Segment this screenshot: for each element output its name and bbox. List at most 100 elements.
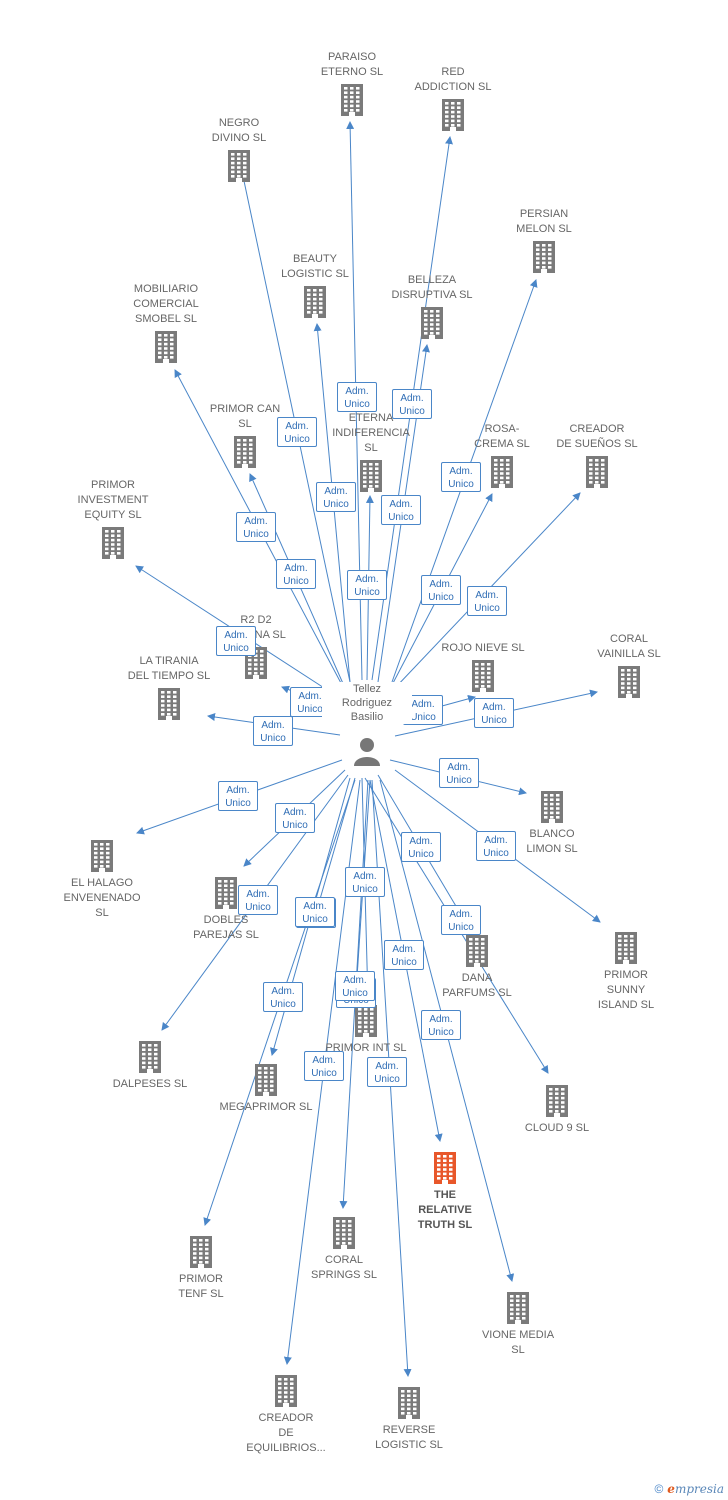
company-name: LA TIRANIA DEL TIEMPO SL [127, 655, 211, 682]
company-node-belleza[interactable]: BELLEZA DISRUPTIVA SL [372, 273, 492, 339]
edge-role-badge[interactable]: Adm.Unico [295, 897, 335, 927]
edge-role-badge[interactable]: Adm.Unico [401, 832, 441, 862]
company-name: PRIMOR SUNNY ISLAND SL [597, 969, 655, 1011]
building-icon [91, 840, 113, 872]
company-node-indiferencia[interactable]: ETERNA INDIFERENCIA SL [311, 411, 431, 492]
company-name: BELLEZA DISRUPTIVA SL [391, 274, 473, 301]
person-name: Tellez Rodriguez Basilio [322, 682, 412, 724]
edge-role-badge[interactable]: Adm.Unico [304, 1051, 344, 1081]
company-node-primorcan[interactable]: PRIMOR CAN SL [185, 402, 305, 468]
edge-role-badge[interactable]: Adm.Unico [263, 982, 303, 1012]
company-node-beauty[interactable]: BEAUTY LOGISTIC SL [255, 252, 375, 318]
company-node-cloud9[interactable]: CLOUD 9 SL [497, 1085, 617, 1136]
company-name: PRIMOR CAN SL [209, 403, 281, 430]
edge-role-badge[interactable]: Adm.Unico [441, 462, 481, 492]
building-icon [215, 877, 237, 909]
edge-role-badge[interactable]: Adm.Unico [345, 867, 385, 897]
edge-role-badge[interactable]: Adm.Unico [238, 885, 278, 915]
building-icon [355, 1005, 377, 1037]
edge-role-badge[interactable]: Adm.Unico [467, 586, 507, 616]
edge-role-badge[interactable]: Adm.Unico [347, 570, 387, 600]
building-icon [398, 1387, 420, 1419]
company-node-megaprimor[interactable]: MEGAPRIMOR SL [206, 1064, 326, 1115]
company-node-tirania[interactable]: LA TIRANIA DEL TIEMPO SL [109, 654, 229, 720]
building-icon [586, 456, 608, 488]
company-node-mobiliario[interactable]: MOBILIARIO COMERCIAL SMOBEL SL [106, 282, 226, 363]
company-node-negro[interactable]: NEGRO DIVINO SL [179, 116, 299, 182]
company-node-dalpeses[interactable]: DALPESES SL [90, 1041, 210, 1092]
company-name: CLOUD 9 SL [524, 1122, 590, 1134]
company-name: BLANCO LIMON SL [526, 828, 578, 855]
edge-role-badge[interactable]: Adm.Unico [276, 559, 316, 589]
company-name: CORAL SPRINGS SL [310, 1254, 378, 1281]
company-node-sunny[interactable]: PRIMOR SUNNY ISLAND SL [566, 932, 686, 1013]
edge-role-badge[interactable]: Adm.Unico [392, 389, 432, 419]
edge-role-badge[interactable]: Adm.Unico [439, 758, 479, 788]
company-node-dobles[interactable]: DOBLES PAREJAS SL [166, 877, 286, 943]
building-icon [234, 436, 256, 468]
edge-role-badge[interactable]: Adm.Unico [316, 482, 356, 512]
person-icon[interactable] [352, 736, 382, 766]
building-icon [228, 150, 250, 182]
brand-name: mpresia [674, 1482, 724, 1496]
company-name: PRIMOR TENF SL [178, 1273, 224, 1300]
company-node-coral[interactable]: CORAL VAINILLA SL [569, 632, 689, 698]
building-icon [541, 791, 563, 823]
company-name: NEGRO DIVINO SL [211, 117, 267, 144]
company-node-equilibrios[interactable]: CREADOR DE EQUILIBRIOS... [226, 1375, 346, 1456]
company-node-investment[interactable]: PRIMOR INVESTMENT EQUITY SL [53, 478, 173, 559]
company-node-reverse[interactable]: REVERSE LOGISTIC SL [349, 1387, 469, 1453]
company-name: BEAUTY LOGISTIC SL [281, 253, 349, 280]
company-name: PRIMOR INVESTMENT EQUITY SL [77, 479, 149, 521]
edge-role-badge[interactable]: Adm.Unico [277, 417, 317, 447]
building-icon [472, 660, 494, 692]
copyright-icon: © [654, 1482, 664, 1496]
company-name: REVERSE LOGISTIC SL [375, 1424, 443, 1451]
company-node-rojo[interactable]: ROJO NIEVE SL [423, 641, 543, 692]
edge-role-badge[interactable]: Adm.Unico [275, 803, 315, 833]
company-node-paraiso[interactable]: PARAISO ETERNO SL [292, 50, 412, 116]
building-icon [507, 1292, 529, 1324]
building-icon [304, 286, 326, 318]
company-node-primorint[interactable]: PRIMOR INT SL [306, 1005, 426, 1056]
edge-role-badge[interactable]: Adm.Unico [474, 698, 514, 728]
edge-role-badge[interactable]: Adm.Unico [384, 940, 424, 970]
building-icon [360, 460, 382, 492]
company-node-creador[interactable]: CREADOR DE SUEÑOS SL [537, 422, 657, 488]
company-name: RED ADDICTION SL [414, 66, 492, 93]
brand-initial: e [667, 1482, 675, 1496]
edge-role-badge[interactable]: Adm.Unico [216, 626, 256, 656]
building-icon [158, 688, 180, 720]
building-icon [546, 1085, 568, 1117]
company-node-vione[interactable]: VIONE MEDIA SL [458, 1292, 578, 1358]
building-icon [155, 331, 177, 363]
brand-footer[interactable]: ©empresia [654, 1482, 724, 1496]
company-node-springs[interactable]: CORAL SPRINGS SL [284, 1217, 404, 1283]
edge-role-badge[interactable]: Adm.Unico [236, 512, 276, 542]
company-node-dana[interactable]: DANA PARFUMS SL [417, 935, 537, 1001]
building-icon [615, 932, 637, 964]
company-name: ROJO NIEVE SL [441, 642, 525, 654]
edge-role-badge[interactable]: Adm.Unico [253, 716, 293, 746]
edge-role-badge[interactable]: Adm.Unico [441, 905, 481, 935]
company-node-rosa[interactable]: ROSA- CREMA SL [442, 422, 562, 488]
company-node-tenf[interactable]: PRIMOR TENF SL [141, 1236, 261, 1302]
company-node-persian[interactable]: PERSIAN MELON SL [484, 207, 604, 273]
company-name: DALPESES SL [112, 1078, 188, 1090]
edge-role-badge[interactable]: Adm.Unico [335, 971, 375, 1001]
building-icon [618, 666, 640, 698]
building-icon [434, 1152, 456, 1184]
company-node-relative[interactable]: THE RELATIVE TRUTH SL [385, 1152, 505, 1233]
company-node-blanco[interactable]: BLANCO LIMON SL [492, 791, 612, 857]
edge-role-badge[interactable]: Adm.Unico [476, 831, 516, 861]
edge-role-badge[interactable]: Adm.Unico [421, 575, 461, 605]
building-icon [333, 1217, 355, 1249]
edge-role-badge[interactable]: Adm.Unico [337, 382, 377, 412]
edge-role-badge[interactable]: Adm.Unico [421, 1010, 461, 1040]
edge-role-badge[interactable]: Adm.Unico [381, 495, 421, 525]
edge-role-badge[interactable]: Adm.Unico [367, 1057, 407, 1087]
company-node-halago[interactable]: EL HALAGO ENVENENADO SL [42, 840, 162, 921]
building-icon [102, 527, 124, 559]
edge-role-badge[interactable]: Adm.Unico [218, 781, 258, 811]
company-node-red[interactable]: RED ADDICTION SL [393, 65, 513, 131]
